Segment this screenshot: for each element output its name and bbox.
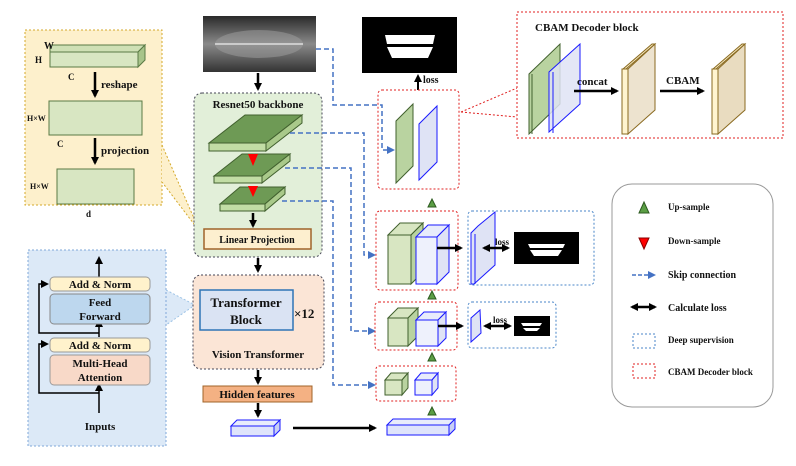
transformer-block [199, 289, 294, 331]
legend-label-up-sample: Up-sample [668, 202, 710, 212]
decoder-input-tensor [385, 417, 457, 437]
skip-connection-4 [282, 200, 376, 389]
mha-line2: Attention [78, 372, 123, 384]
blue-dashed-box-icon [632, 333, 656, 349]
add-norm-top [49, 276, 151, 292]
dim-hw-mid: H×W [27, 114, 46, 123]
up-sample-icon [427, 197, 437, 208]
concat-feature-map [621, 42, 657, 136]
dim-w: W [44, 41, 54, 52]
dim-d: d [86, 209, 91, 219]
reshaped-matrix [48, 100, 143, 136]
transformer-block-line2: Block [230, 312, 263, 327]
feature-plane-blue [418, 104, 438, 182]
resnet-layer-2 [212, 152, 292, 185]
dim-c-mid: C [57, 139, 64, 149]
encoder: Resnet50 backbone Linear Projection Tran… [192, 16, 377, 438]
legend-item-calculate-loss: Calculate loss [630, 303, 727, 314]
reshape-label: reshape [101, 79, 138, 91]
projected-matrix [56, 168, 135, 205]
feed-forward-line1: Feed [89, 297, 112, 309]
inputs-label: Inputs [85, 421, 116, 433]
down-triangle-icon [638, 237, 650, 251]
cbam-decoder-block-1 [377, 89, 460, 190]
cbam-decoder-block-2 [375, 210, 459, 291]
up-sample-icon [427, 405, 437, 416]
concat-label: concat [577, 76, 608, 88]
feed-forward-line2: Forward [79, 311, 121, 323]
skip-connection-1 [316, 48, 395, 154]
cbam-decoder-block-4 [375, 365, 457, 402]
legend-label-deep-supervision: Deep supervision [668, 335, 734, 345]
dim-hw-bot: H×W [30, 182, 49, 191]
loss-label-low: loss [493, 315, 508, 325]
transformer-block-panel: Add & Norm Feed Forward Add & Norm Multi… [27, 249, 196, 447]
legend-label-skip-connection: Skip connection [668, 270, 737, 281]
cbam-blue-plane [548, 42, 581, 134]
loss-label-top: loss [423, 75, 439, 86]
feature-map-3d [49, 43, 147, 69]
legend-item-deep-supervision: Deep supervision [632, 333, 734, 349]
dim-h: H [35, 55, 42, 65]
supervision-plane-small [470, 308, 482, 344]
mha-line1: Multi-Head [73, 358, 128, 370]
legend-item-up-sample: Up-sample [638, 200, 710, 214]
multi-head-attention [49, 354, 151, 386]
skip-connection-3 [285, 167, 376, 335]
deep-supervision-block-2 [467, 301, 557, 349]
projection-label: projection [101, 145, 149, 157]
cbam-label: CBAM [666, 75, 700, 87]
legend: Up-sample Down-sample Skip connection Ca… [611, 183, 774, 408]
output-mask-mid [514, 232, 579, 264]
down-sample-icon [248, 186, 258, 197]
deep-supervision-block-1 [467, 210, 595, 286]
add-norm-top-label: Add & Norm [69, 279, 131, 291]
linear-projection-box [203, 228, 312, 250]
input-xray-image [203, 16, 316, 72]
add-norm-bottom [49, 337, 151, 353]
decoder: loss loss [362, 17, 595, 437]
cbam-block-title: CBAM Decoder block [535, 22, 640, 34]
up-triangle-icon [638, 200, 650, 214]
skip-connections [282, 48, 395, 389]
linear-projection-label: Linear Projection [219, 235, 295, 246]
reshape-panel: W H C reshape H×W C projection H×W d [24, 29, 201, 233]
dim-c-top: C [68, 72, 75, 82]
legend-item-down-sample: Down-sample [638, 236, 721, 251]
legend-label-down-sample: Down-sample [668, 236, 721, 246]
up-sample-icon [427, 289, 437, 300]
hidden-feature-tensor [229, 418, 282, 438]
backbone-title: Resnet50 backbone [213, 99, 304, 111]
feature-block-blue-small [414, 310, 448, 348]
feature-block-blue [414, 223, 451, 286]
output-mask-top [362, 17, 457, 73]
feature-cube-blue [413, 371, 440, 397]
loss-label-mid: loss [495, 237, 510, 247]
feed-forward [49, 293, 151, 325]
add-norm-bottom-label: Add & Norm [69, 340, 131, 352]
feature-block-green-small [386, 306, 420, 348]
cbam-decoder-detail: CBAM Decoder block concat CBAM [460, 11, 784, 139]
feature-cube-green [383, 371, 410, 397]
hidden-features-label: Hidden features [219, 389, 295, 401]
legend-label-cbam-decoder: CBAM Decoder block [668, 367, 753, 377]
legend-item-skip-connection: Skip connection [632, 270, 737, 281]
skip-connection-2 [290, 132, 376, 259]
transformer-block-line1: Transformer [210, 295, 281, 310]
down-sample-icon [248, 154, 258, 166]
up-sample-icon [427, 351, 437, 362]
red-dashed-box-icon [632, 363, 656, 379]
feature-plane-green [395, 102, 414, 185]
resnet-layer-1 [207, 113, 304, 153]
cbam-output-feature-map [711, 42, 747, 136]
legend-label-calculate-loss: Calculate loss [668, 303, 727, 314]
output-mask-low [514, 316, 550, 336]
hidden-features-box [202, 385, 313, 403]
vit-title: Vision Transformer [212, 349, 304, 361]
repeat-count: ×12 [294, 306, 314, 321]
legend-item-cbam-decoder: CBAM Decoder block [632, 363, 753, 379]
